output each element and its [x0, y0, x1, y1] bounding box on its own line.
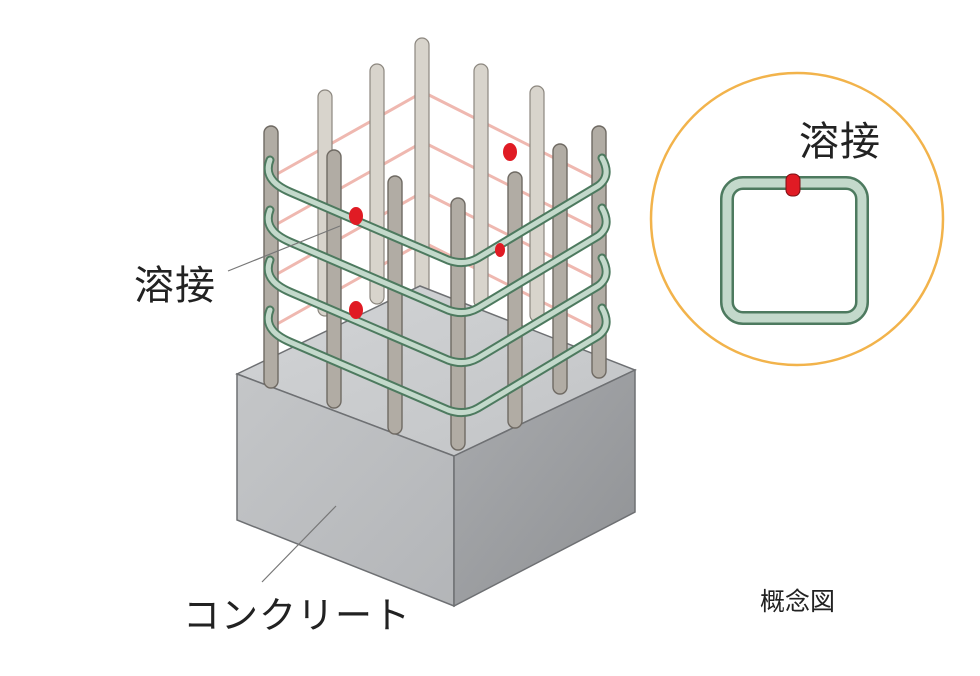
- back-rebars: [317, 37, 545, 323]
- inset-weld-point: [785, 173, 801, 197]
- weld-point: [495, 243, 505, 257]
- front-hoops: [263, 153, 611, 418]
- weld-point: [503, 143, 517, 161]
- concrete-label: コンクリート: [183, 594, 411, 637]
- weld-point: [349, 301, 363, 319]
- concept-diagram-label: 概念図: [760, 587, 836, 616]
- concrete-block: [235, 285, 637, 608]
- weld-point: [349, 207, 363, 225]
- inset-weld-label: 溶接: [799, 119, 881, 165]
- weld-points: [349, 143, 517, 319]
- weld-label: 溶接: [134, 263, 216, 309]
- weld-leader-line: [227, 225, 341, 272]
- concrete-right-face: [453, 368, 636, 608]
- concrete-leader-line: [261, 505, 337, 583]
- weld-detail-inset: [649, 71, 945, 367]
